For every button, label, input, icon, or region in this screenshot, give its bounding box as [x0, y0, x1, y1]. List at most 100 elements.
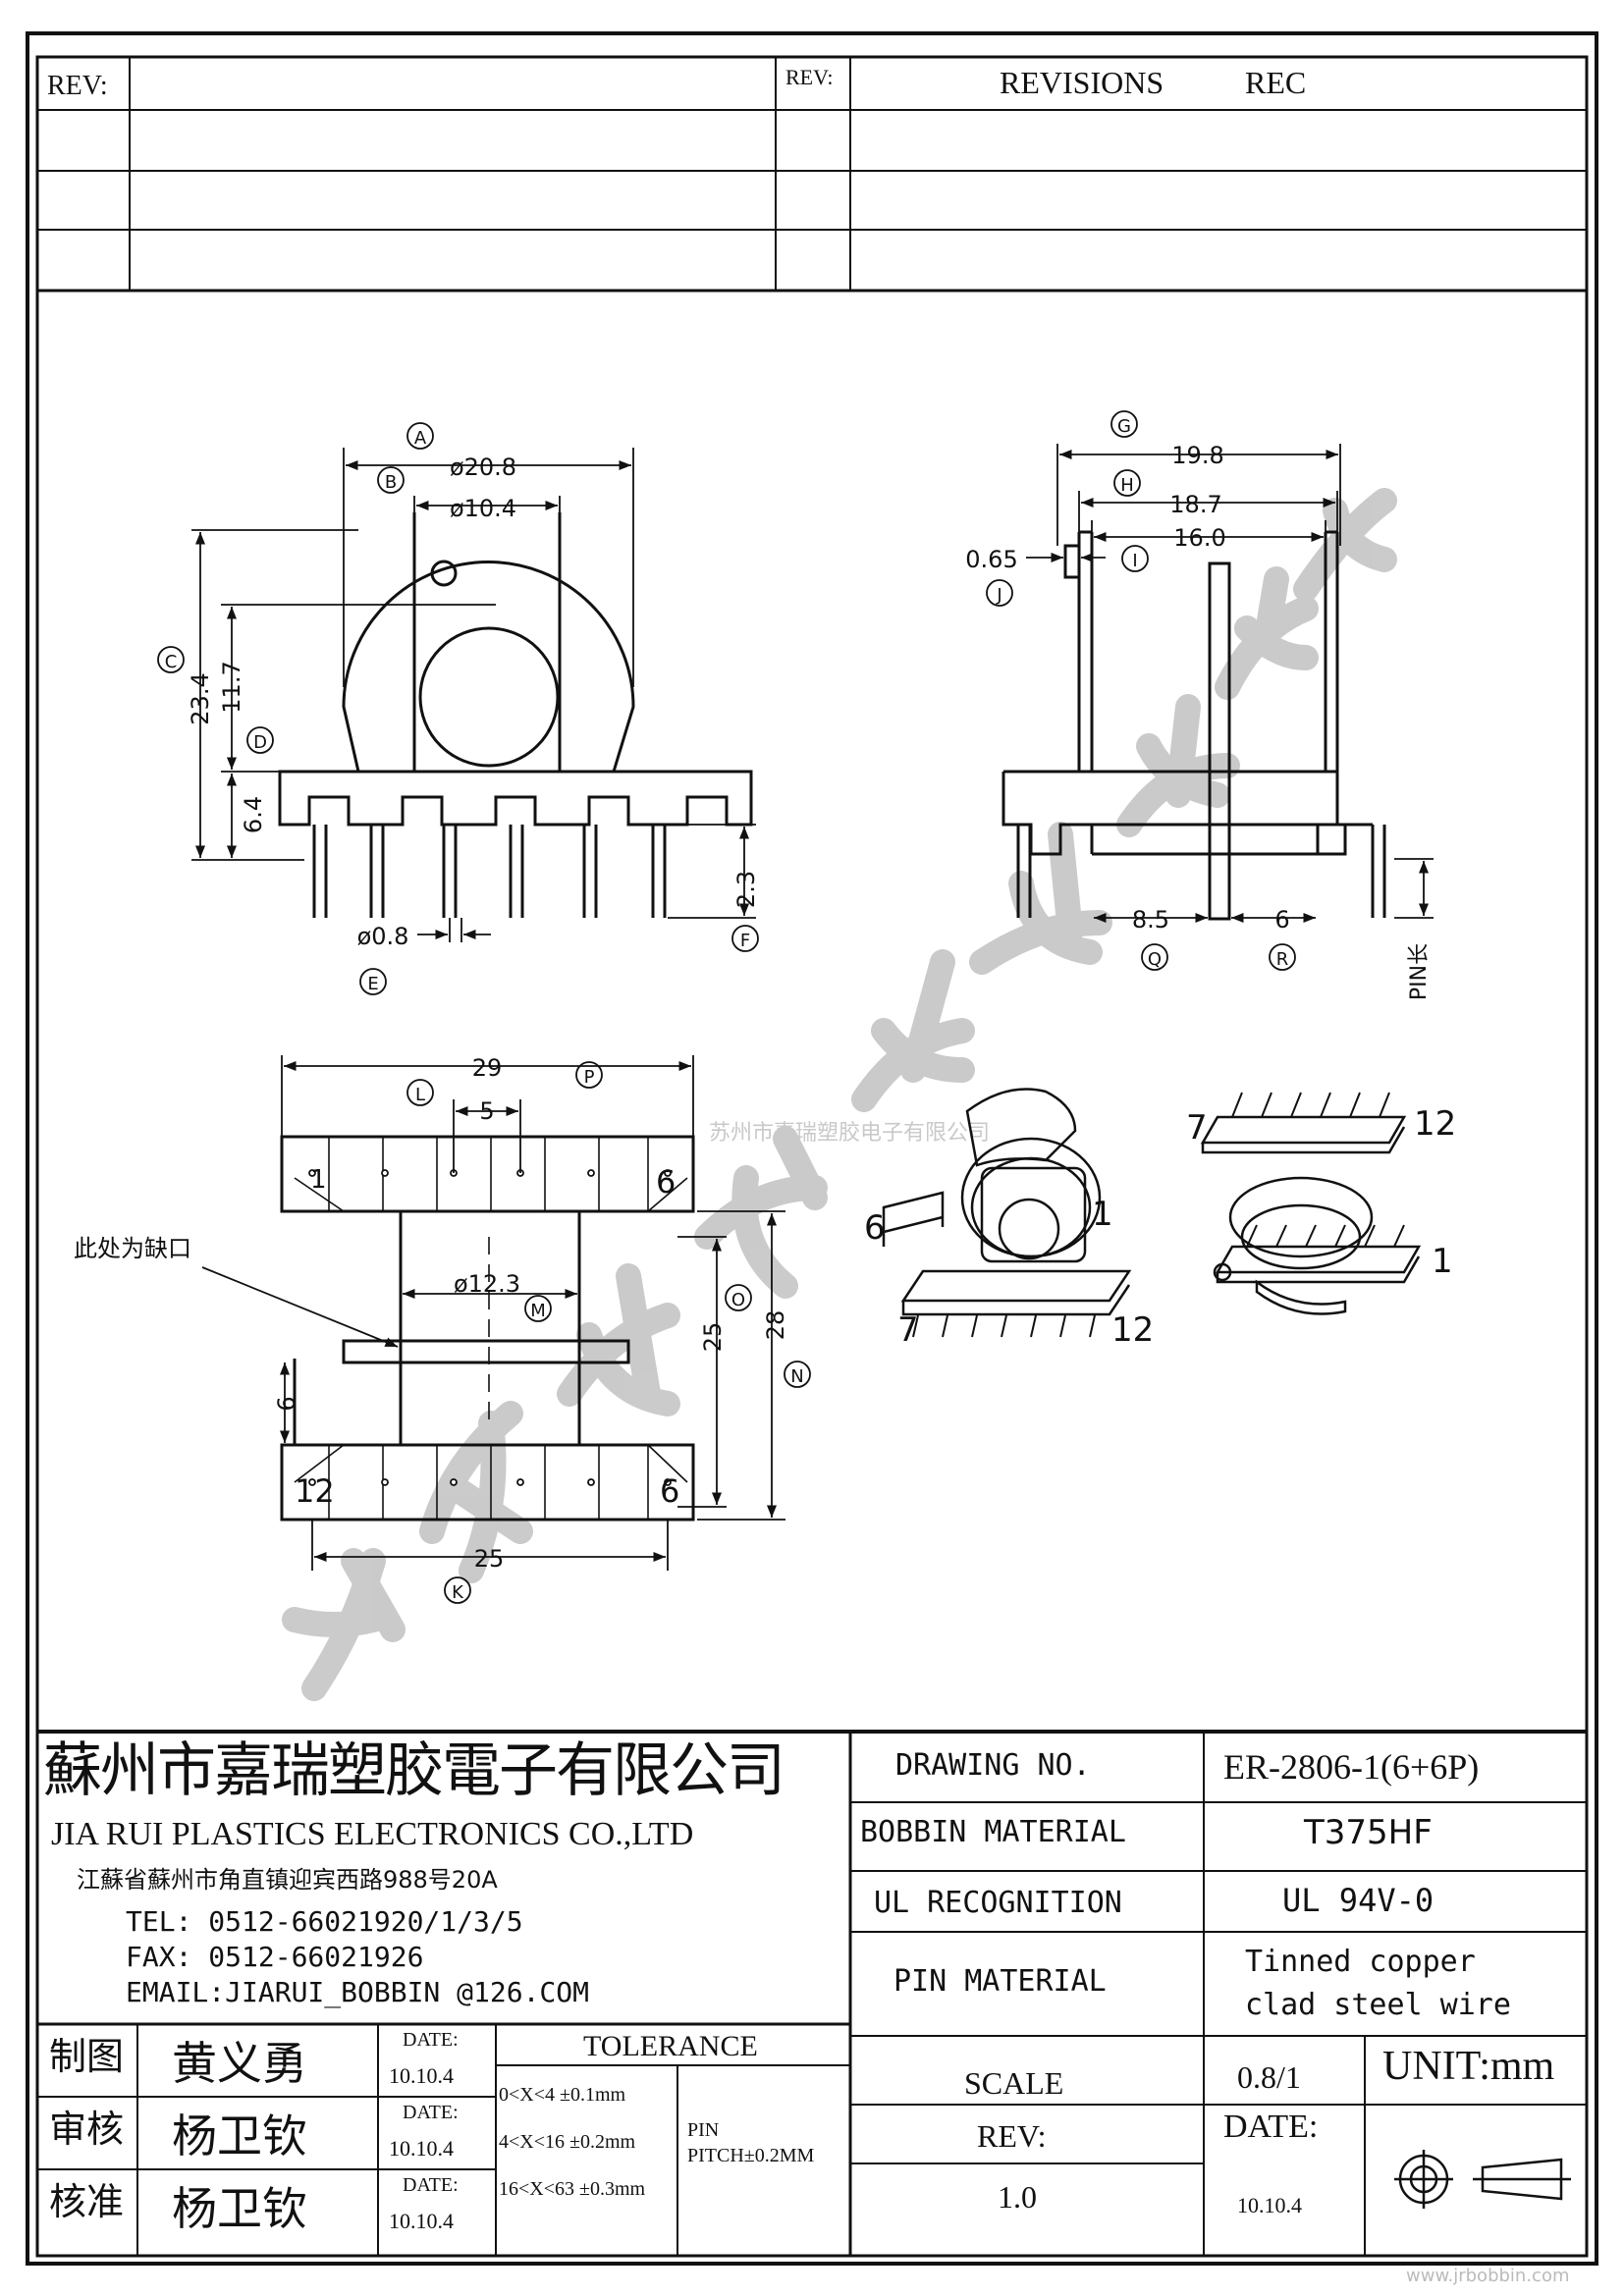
- dim-phi-10-4: ø10.4: [450, 495, 516, 522]
- signoff-name-approved: 杨卫钦: [172, 2184, 307, 2234]
- isometric-view-b-labels: 7 12 1: [1186, 1104, 1456, 1281]
- dim-0-65: 0.65: [965, 546, 1017, 573]
- date-label: DATE:: [1223, 2109, 1319, 2145]
- ul-value: UL 94V-0: [1282, 1882, 1435, 1919]
- company-name-en: JIA RUI PLASTICS ELECTRONICS CO.,LTD: [51, 1816, 694, 1852]
- scale-value: 0.8/1: [1237, 2059, 1301, 2095]
- signoff-role-approved: 核准: [49, 2180, 125, 2223]
- callout-l: L: [415, 1085, 425, 1105]
- side-view-labels: G 19.8 H 18.7 16.0 I 0.65 J 8.5 6 Q R PI…: [965, 410, 1432, 1000]
- dim-25-vertical: 25: [699, 1322, 727, 1353]
- projection-symbol-icon: [1394, 2150, 1571, 2209]
- callout-k: K: [452, 1582, 464, 1603]
- rev-label-left: REV:: [47, 71, 108, 101]
- company-email: EMAIL:JIARUI_BOBBIN @126.COM: [126, 1976, 590, 2008]
- revisions-label: REVISIONS: [1000, 65, 1164, 100]
- dim-28: 28: [762, 1310, 789, 1341]
- tolerance-row-3: 16<X<63 ±0.3mm: [499, 2178, 646, 2200]
- dim-2-3: 2.3: [732, 871, 760, 908]
- company-fax: FAX: 0512-66021926: [126, 1941, 424, 1973]
- bobbin-material-label: BOBBIN MATERIAL: [860, 1815, 1126, 1849]
- tolerance-row-1: 0<X<4 ±0.1mm: [499, 2084, 626, 2106]
- company-address: 江蘇省蘇州市角直镇迎宾西路988号20A: [77, 1866, 498, 1894]
- callout-j: J: [996, 585, 1001, 606]
- callout-q: Q: [1148, 949, 1162, 970]
- callout-o: O: [731, 1290, 745, 1310]
- dim-phi-20-8: ø20.8: [450, 454, 516, 481]
- dim-phi-12-3: ø12.3: [454, 1270, 520, 1298]
- scale-label: SCALE: [964, 2065, 1064, 2101]
- signoff-name-drawn: 黄义勇: [172, 2039, 307, 2089]
- callout-b: B: [385, 472, 397, 493]
- dim-pin-length: PIN长: [1407, 943, 1432, 1000]
- callout-c: C: [165, 652, 178, 672]
- signoff-date-checked: 10.10.4: [389, 2136, 454, 2161]
- notch-note: 此处为缺口: [74, 1235, 191, 1262]
- signoff-date-approved: 10.10.4: [389, 2209, 454, 2233]
- signoff-date-drawn: 10.10.4: [389, 2063, 454, 2088]
- revision-table: [37, 57, 1587, 293]
- dim-18-7: 18.7: [1169, 491, 1221, 518]
- iso-b-pin-1: 1: [1432, 1242, 1453, 1281]
- iso-b-pin-7: 7: [1186, 1108, 1208, 1148]
- top-view: [280, 1135, 695, 1522]
- bobbin-material: T375HF: [1304, 1813, 1433, 1852]
- callout-a: A: [414, 428, 427, 449]
- dim-6-4: 6.4: [240, 796, 267, 833]
- rec-label: REC: [1245, 65, 1307, 100]
- company-tel: TEL: 0512-66021920/1/3/5: [126, 1905, 523, 1938]
- tolerance-title: TOLERANCE: [583, 2030, 758, 2062]
- dim-25-horizontal: 25: [474, 1545, 505, 1573]
- front-view-dimensions: [191, 448, 756, 942]
- side-view: [1001, 530, 1386, 921]
- iso-a-pin-1: 1: [1092, 1195, 1113, 1234]
- pin-label-6-bottom: 6: [660, 1472, 679, 1510]
- iso-b-pin-12: 12: [1414, 1104, 1456, 1144]
- iso-a-pin-6: 6: [864, 1208, 886, 1248]
- outer-border: [26, 31, 1598, 2266]
- unit: UNIT:mm: [1382, 2044, 1555, 2089]
- tolerance-row-2: 4<X<16 ±0.2mm: [499, 2131, 636, 2153]
- front-view-labels: A B ø20.8 ø10.4 C 23.4 11.7 D 6.4 2.3 F …: [157, 422, 760, 995]
- signoff-date-label-drawn: DATE:: [403, 2029, 459, 2051]
- website: www.jrbobbin.com: [1406, 2266, 1570, 2286]
- callout-h: H: [1120, 475, 1134, 496]
- callout-g: G: [1117, 416, 1131, 437]
- pin-material-line2: clad steel wire: [1245, 1988, 1511, 2022]
- pin-material-line1: Tinned copper: [1245, 1945, 1476, 1979]
- signoff-role-checked: 审核: [49, 2108, 125, 2151]
- front-view: [278, 512, 753, 918]
- dim-5: 5: [479, 1097, 494, 1125]
- date-value: 10.10.4: [1237, 2193, 1302, 2217]
- callout-r: R: [1276, 949, 1289, 970]
- pin-material-label: PIN MATERIAL: [893, 1964, 1107, 1999]
- title-block-grid: [37, 1730, 1587, 2256]
- pin-label-12: 12: [295, 1472, 335, 1510]
- tolerance-pin-label: PIN: [687, 2119, 720, 2141]
- rev-value: 1.0: [998, 2179, 1037, 2215]
- callout-i: I: [1132, 551, 1137, 571]
- dim-23-4: 23.4: [187, 672, 214, 724]
- callout-e: E: [367, 974, 378, 994]
- signoff-name-checked: 杨卫钦: [172, 2111, 307, 2162]
- isometric-view-b: [1200, 1092, 1422, 1315]
- inner-border: [35, 55, 1589, 2258]
- isometric-view-a-labels: 6 1 7 12: [864, 1195, 1154, 1350]
- side-view-dimensions: [1026, 444, 1434, 924]
- dim-phi-0-8: ø0.8: [357, 923, 409, 950]
- isometric-view-a: [882, 1088, 1132, 1338]
- pin-label-6-top: 6: [656, 1163, 676, 1201]
- signoff-date-label-checked: DATE:: [403, 2102, 459, 2123]
- callout-f: F: [740, 931, 750, 951]
- dim-8-5: 8.5: [1132, 906, 1169, 934]
- dim-6-bottom: 6: [273, 1396, 300, 1411]
- watermark-text: 苏州市嘉瑞塑胶电子有限公司: [709, 1121, 990, 1146]
- signoff-role-drawn: 制图: [49, 2035, 125, 2078]
- dim-6-side: 6: [1274, 906, 1289, 934]
- rev-label: REV:: [977, 2118, 1047, 2154]
- callout-m: M: [530, 1301, 546, 1321]
- callout-d: D: [253, 732, 267, 753]
- dim-19-8: 19.8: [1171, 442, 1223, 469]
- watermark-calligraphy: [282, 488, 1397, 1701]
